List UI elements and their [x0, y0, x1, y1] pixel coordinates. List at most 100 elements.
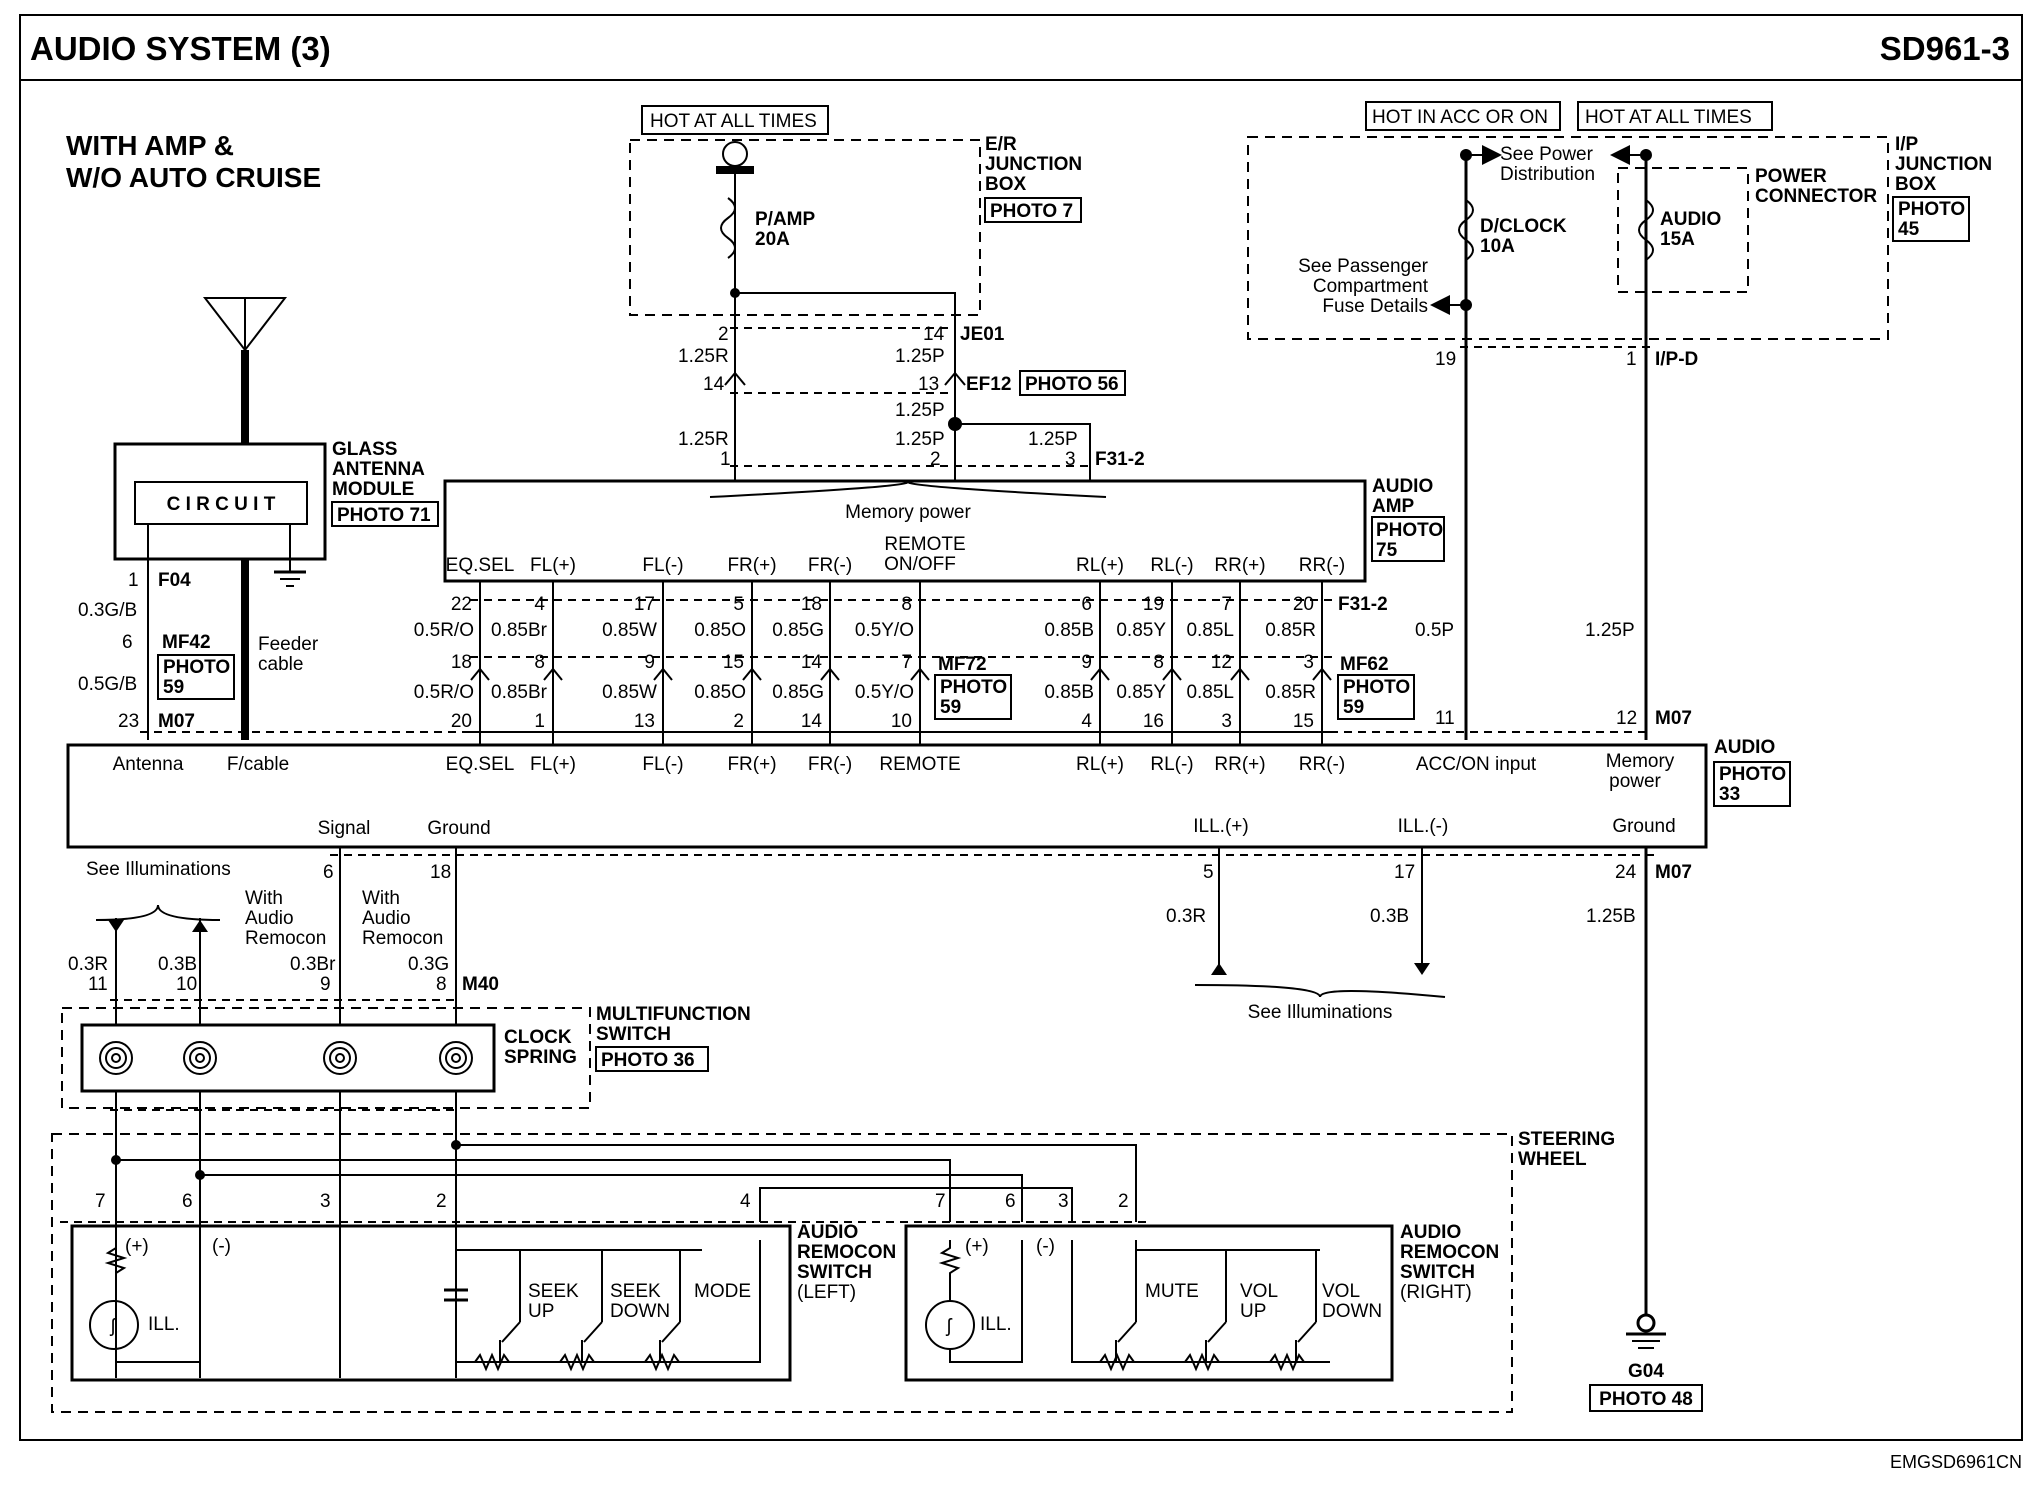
ground-g04: G04 PHOTO 48: [1589, 1313, 1703, 1412]
svg-text:E/R: E/R: [985, 134, 1017, 155]
er-junction-box: HOT AT ALL TIMES P/AMP 20A E/R JUNCTION …: [629, 105, 1082, 316]
mf62-photo-1: PHOTO: [1343, 677, 1410, 698]
svg-text:45: 45: [1898, 219, 1920, 240]
amp-pin-bottom: 10: [891, 711, 912, 732]
m40-p1: 11: [88, 974, 108, 995]
audio-pin5: 5: [1203, 862, 1214, 883]
amp-remote-1: REMOTE: [884, 534, 965, 555]
steering-wiring: [60, 1144, 1150, 1223]
amp-connector-mark-7: [1162, 667, 1182, 681]
er-wire-125p-2: 1.25P: [895, 400, 945, 421]
with-remocon-a-3: Remocon: [245, 928, 326, 949]
svg-text:STEERING: STEERING: [1518, 1129, 1615, 1150]
amp-pin-top: 5: [733, 594, 744, 615]
svg-text:See Passenger: See Passenger: [1298, 256, 1429, 277]
svg-text:(+): (+): [965, 1236, 989, 1257]
amp-pin-mid: 12: [1211, 652, 1232, 673]
svg-text:DOWN: DOWN: [610, 1301, 670, 1322]
svg-text:7: 7: [935, 1191, 946, 1212]
conn-mf72: MF72: [938, 654, 987, 675]
amp-connector-mark-8: [1230, 667, 1250, 681]
svg-text:MODE: MODE: [694, 1281, 751, 1302]
svg-text:C I R C U I T: C I R C U I T: [167, 494, 276, 515]
svg-text:WHEEL: WHEEL: [1518, 1149, 1587, 1170]
steering-wheel: STEERING WHEEL: [51, 1129, 1615, 1413]
page-code: SD961-3: [1880, 30, 2010, 67]
amp-wire-color: 0.85Br: [491, 620, 548, 641]
clock-spring-coils: [99, 1041, 473, 1075]
amp-photo-1: PHOTO: [1376, 520, 1443, 541]
amp-terminal-label: RR(+): [1214, 555, 1265, 576]
svg-text:6: 6: [182, 1191, 193, 1212]
audio-amp: Memory power REMOTE ON/OFF AUDIO AMP PHO…: [443, 476, 1445, 583]
amp-connector-mark-5: [910, 667, 930, 681]
m40-w1: 0.3R: [68, 954, 108, 975]
ip-pin1: 1: [1626, 349, 1637, 370]
audio-pin18: 18: [430, 862, 451, 883]
amp-wire-color: 0.85R: [1265, 620, 1316, 641]
svg-text:PHOTO: PHOTO: [1898, 199, 1965, 220]
svg-text:33: 33: [1719, 784, 1740, 805]
svg-text:Antenna: Antenna: [113, 754, 184, 775]
amp-connector-mark-2: [653, 667, 673, 681]
svg-text:DOWN: DOWN: [1322, 1301, 1382, 1322]
svg-text:(-): (-): [212, 1236, 231, 1257]
svg-text:PHOTO: PHOTO: [163, 657, 230, 678]
with-remocon-b-1: With: [362, 888, 400, 909]
amp-pin-top: 6: [1081, 594, 1092, 615]
svg-text:M07: M07: [158, 711, 195, 732]
svg-text:SPRING: SPRING: [504, 1047, 577, 1068]
svg-text:POWER: POWER: [1755, 166, 1827, 187]
audio-top-label: RR(+): [1214, 754, 1265, 775]
svg-text:VOL: VOL: [1240, 1281, 1278, 1302]
amp-wire-color: 0.5R/O: [414, 620, 474, 641]
amp-pin-bottom: 1: [534, 711, 545, 732]
svg-text:power: power: [1609, 771, 1661, 792]
mf72-photo-1: PHOTO: [940, 677, 1007, 698]
svg-text:(RIGHT): (RIGHT): [1400, 1282, 1472, 1303]
svg-text:BOX: BOX: [985, 174, 1027, 195]
svg-text:6: 6: [1005, 1191, 1016, 1212]
svg-text:PHOTO 7: PHOTO 7: [990, 201, 1073, 222]
er-wire-125r: 1.25R: [678, 346, 729, 367]
er-pin2: 2: [718, 324, 729, 345]
svg-text:REMOCON: REMOCON: [1400, 1242, 1499, 1263]
conn-mf62: MF62: [1340, 654, 1389, 675]
amp-pin-bottom: 13: [634, 711, 655, 732]
conn-m07-bottom: M07: [1655, 862, 1692, 883]
conn-ip-d: I/P-D: [1655, 349, 1698, 370]
er-wire-125p-4: 1.25P: [1028, 429, 1078, 450]
amp-terminal-label: FL(-): [642, 555, 683, 576]
svg-text:I/P: I/P: [1895, 134, 1919, 155]
svg-text:See Power: See Power: [1500, 144, 1594, 165]
amp-wire-color-2: 0.85G: [772, 682, 824, 703]
audio-top-label: RL(+): [1076, 754, 1124, 775]
svg-text:ʃ: ʃ: [945, 1316, 953, 1337]
svg-text:0.3G/B: 0.3G/B: [78, 600, 137, 621]
audio-top-label: RL(-): [1150, 754, 1193, 775]
amp-connector-mark-1: [543, 667, 563, 681]
amp-wire-color: 0.85B: [1044, 620, 1094, 641]
amp-terminal-label: RL(-): [1150, 555, 1193, 576]
svg-text:Fuse Details: Fuse Details: [1322, 296, 1428, 317]
amp-pin-bottom: 2: [733, 711, 744, 732]
with-remocon-a-2: Audio: [245, 908, 294, 929]
amp-wire-color-2: 0.85R: [1265, 682, 1316, 703]
variant-line-1: WITH AMP &: [66, 130, 234, 161]
amp-photo-2: 75: [1376, 540, 1398, 561]
svg-text:JUNCTION: JUNCTION: [985, 154, 1082, 175]
svg-text:3: 3: [320, 1191, 331, 1212]
svg-text:UP: UP: [528, 1301, 554, 1322]
amp-wire-color-2: 0.85Br: [491, 682, 548, 703]
svg-text:JUNCTION: JUNCTION: [1895, 154, 1992, 175]
footer-code: EMGSD6961CN: [1890, 1452, 2022, 1472]
amp-remote-2: ON/OFF: [884, 554, 956, 575]
amp-connector-mark-6: [1090, 667, 1110, 681]
amp-pin-top: 8: [901, 594, 912, 615]
amp-wire-color: 0.85L: [1186, 620, 1234, 641]
svg-text:SEEK: SEEK: [528, 1281, 579, 1302]
svg-text:20A: 20A: [755, 229, 790, 250]
svg-text:AUDIO: AUDIO: [1660, 209, 1721, 230]
audio-top-label: RR(-): [1299, 754, 1345, 775]
